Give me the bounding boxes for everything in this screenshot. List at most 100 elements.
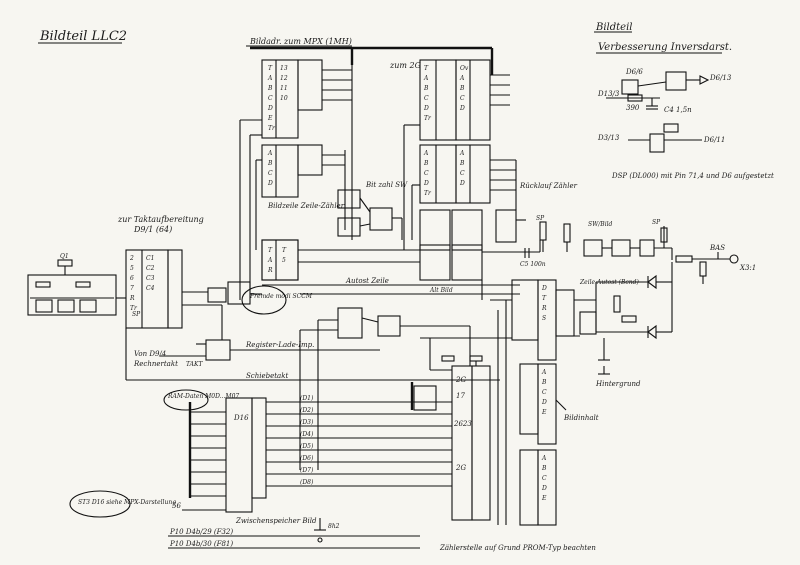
svg-text:D: D xyxy=(267,180,273,187)
st3-bubble xyxy=(69,490,131,518)
svg-text:E: E xyxy=(541,495,547,502)
svg-text:10: 10 xyxy=(280,95,288,102)
alt-bild-label: Alt Bild xyxy=(429,287,453,294)
zeile-autost-label: Zeile Autost (Bcnd) xyxy=(579,279,639,286)
svg-text:C: C xyxy=(542,475,547,482)
svg-text:T: T xyxy=(268,247,273,254)
svg-text:A: A xyxy=(267,150,273,157)
svg-text:B: B xyxy=(423,160,429,167)
output-driver-chain xyxy=(583,226,739,284)
ruecklauf-label: Rücklauf Zähler xyxy=(519,182,578,190)
svg-text:R: R xyxy=(129,295,135,302)
register-lade-label: Register-Lade-Imp. xyxy=(245,341,314,349)
counter-stack-right xyxy=(419,59,491,251)
hintergrund-label: Hintergrund xyxy=(595,380,641,388)
svg-text:C1: C1 xyxy=(146,255,154,262)
clock-counter-ic xyxy=(125,249,183,329)
svg-text:T: T xyxy=(268,65,273,72)
svg-text:(D6): (D6) xyxy=(300,455,314,462)
d16-output-net-labels: (D1)(D2) (D3)(D4) (D5)(D6) (D7)(D8) xyxy=(300,395,314,486)
svg-text:C: C xyxy=(424,95,429,102)
svg-text:6: 6 xyxy=(130,275,134,282)
d16-label: D16 xyxy=(233,414,249,422)
svg-text:T: T xyxy=(424,65,429,72)
ram-daten-bubble xyxy=(163,389,209,411)
svg-text:B: B xyxy=(459,85,465,92)
svg-text:(D4): (D4) xyxy=(300,431,314,438)
svg-text:B: B xyxy=(541,379,547,386)
prom-17: 17 xyxy=(456,392,465,400)
q1-label: Q1 xyxy=(60,253,69,260)
svg-text:E: E xyxy=(267,115,273,122)
sw-bild-label: SW/Bild xyxy=(588,221,613,228)
svg-text:C: C xyxy=(542,389,547,396)
svg-text:D: D xyxy=(459,105,465,112)
svg-text:A: A xyxy=(541,455,547,462)
svg-text:(D2): (D2) xyxy=(300,407,314,414)
svg-text:Tr: Tr xyxy=(424,190,432,197)
svg-text:12: 12 xyxy=(280,75,288,82)
bildzeile-zaehler-label: Bildzeile Zeile-Zähler xyxy=(267,202,345,210)
svg-text:2: 2 xyxy=(129,255,134,262)
svg-text:Tr: Tr xyxy=(130,305,138,312)
zwischenspeicher-label: Zwischenspeicher Bild xyxy=(235,517,317,525)
invers-detail-1 xyxy=(606,71,710,110)
dsp-note: DSP (DL000) mit Pin 71,4 und D6 aufgeste… xyxy=(611,172,774,180)
prom-2623: 2623 xyxy=(453,420,472,428)
svg-text:D: D xyxy=(541,399,547,406)
st3-label: ST3 D16 siehe MPX-Darstellung xyxy=(78,499,176,506)
svg-text:C: C xyxy=(460,95,465,102)
resistor-group-sp xyxy=(539,221,571,252)
svg-text:R: R xyxy=(541,305,547,312)
svg-text:E: E xyxy=(541,409,547,416)
d3-13-label: D3/13 xyxy=(597,134,620,142)
invers-detail-2-labels: D3/13 D6/11 xyxy=(597,134,725,144)
header-right-title: Bildteil xyxy=(595,22,632,33)
prom-2g: 2G xyxy=(455,376,466,384)
d6-6-label: D6/6 xyxy=(625,68,643,76)
zum-2g-label: zum 2G xyxy=(389,61,422,70)
r390-label: 390 xyxy=(626,104,640,112)
d16-latch xyxy=(188,397,267,513)
svg-text:7: 7 xyxy=(130,285,134,292)
p10-label-2: P10 D4b/30 (F81) xyxy=(169,540,233,548)
bas-label: BAS xyxy=(709,244,725,252)
svg-text:C3: C3 xyxy=(146,275,155,282)
invers-detail-1-labels: D6/6 D13/3 D6/13 390 C4 1,5n xyxy=(597,68,732,114)
svg-text:A: A xyxy=(267,257,273,264)
c1n-label: C4 1,5n xyxy=(664,106,692,114)
svg-text:(D1): (D1) xyxy=(300,395,314,402)
svg-text:C: C xyxy=(424,170,429,177)
header-right-subtitle: Verbesserung Inversdarst. xyxy=(598,42,732,53)
svg-text:Ov: Ov xyxy=(460,65,469,72)
svg-text:A: A xyxy=(267,75,273,82)
svg-text:C: C xyxy=(268,170,273,177)
autost-zeile-label: Autost Zeile xyxy=(345,277,389,285)
p10-label-1: P10 D4b/29 (F32) xyxy=(169,528,233,536)
main-right-ics xyxy=(511,279,597,526)
middle-flipflops xyxy=(299,307,470,470)
sp-label-3: SP xyxy=(132,311,141,318)
sheet-title: Bildteil LLC2 xyxy=(39,29,127,44)
svg-text:B: B xyxy=(267,160,273,167)
svg-text:T: T xyxy=(282,247,287,254)
svg-text:B: B xyxy=(541,465,547,472)
prom-input-block xyxy=(410,382,437,411)
8h2-switch xyxy=(314,518,326,543)
svg-text:(D8): (D8) xyxy=(300,479,314,486)
takt-label: TAKT xyxy=(186,361,203,368)
prom-labels: 2G 17 2623 2G xyxy=(453,376,472,472)
ruecklauf-zaehler xyxy=(495,209,526,243)
svg-text:5: 5 xyxy=(282,257,286,264)
hintergrund-switch xyxy=(598,338,610,375)
d13-3-label: D13/3 xyxy=(597,90,620,98)
8h2-label: 8h2 xyxy=(328,523,340,530)
rechnertakt-label: Rechnertakt xyxy=(133,360,178,368)
svg-text:11: 11 xyxy=(280,85,288,92)
svg-text:D: D xyxy=(267,105,273,112)
